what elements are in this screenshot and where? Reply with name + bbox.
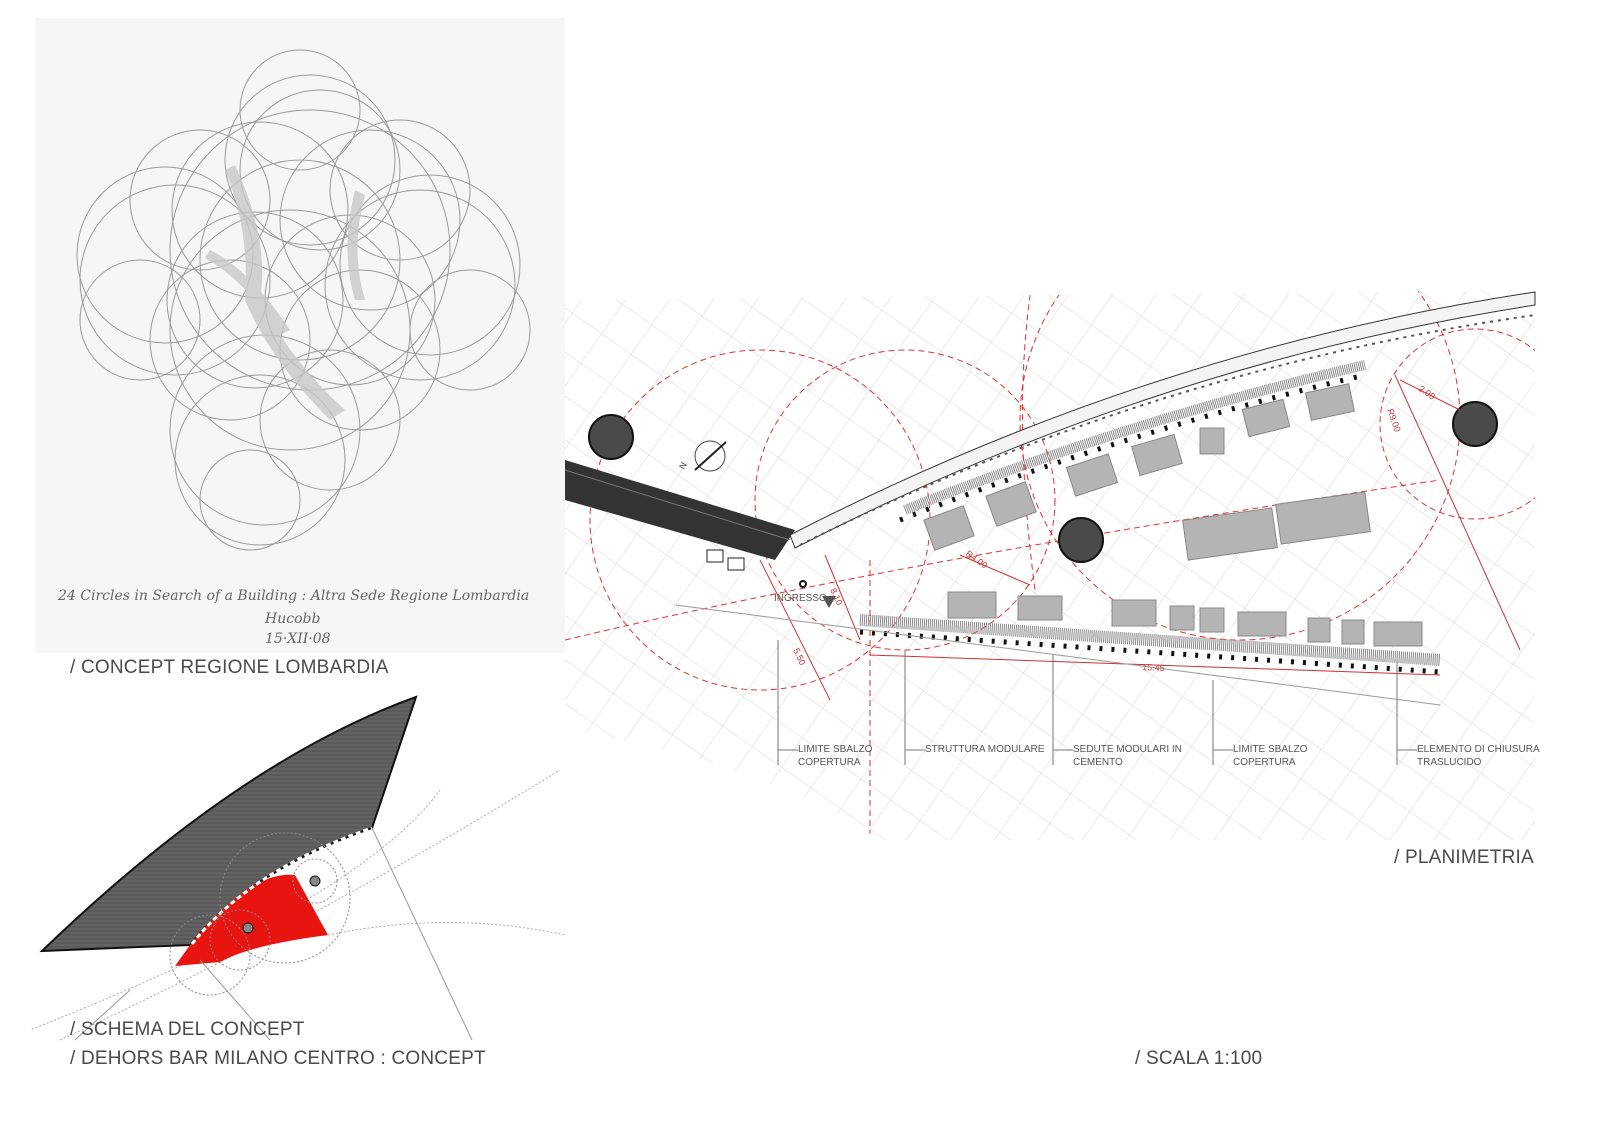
modular-seating-top [903, 360, 1367, 515]
caption-scala: / SCALA 1:100 [1135, 1048, 1263, 1069]
entrance-arrow-icon [822, 596, 836, 608]
sketch-handwritten-caption: 24 Circles in Search of a Building : Alt… [57, 588, 529, 604]
sketch-date: 15·XII·08 [265, 631, 331, 647]
pillar-dot [309, 875, 321, 887]
caption-planimetria: / PLANIMETRIA [1394, 847, 1534, 868]
tree-pillar [588, 414, 634, 460]
building-wall [565, 460, 795, 560]
sketch-shaded-bands [205, 165, 365, 420]
annotation-struttura-modulare: STRUTTURA MODULARE [925, 744, 1045, 755]
north-arrow-icon [694, 440, 727, 472]
canopy-edge [789, 291, 1536, 549]
tree-pillar [1452, 401, 1498, 447]
tables [923, 383, 1423, 647]
pillar-dot [242, 922, 254, 934]
sketch-paper [35, 18, 565, 653]
caption-concept-regione: / CONCEPT REGIONE LOMBARDIA [70, 657, 389, 678]
site-plan: N INGRESSO R4.00 8.10 5.50 15.45 2.00 R9… [564, 290, 1536, 840]
caption-schema: / SCHEMA DEL CONCEPT [70, 1019, 305, 1040]
caption-dehors: / DEHORS BAR MILANO CENTRO : CONCEPT [70, 1048, 486, 1069]
north-label: N [677, 460, 689, 471]
entrance-label: INGRESSO [774, 593, 827, 604]
concept-red-area [175, 874, 328, 966]
planter [727, 557, 745, 571]
sketch-signature: Hucobb [264, 611, 320, 627]
tree-pillar [1058, 517, 1104, 563]
concept-schema [29, 695, 566, 1041]
concept-circles-sketch [76, 49, 531, 551]
modular-seating-bottom [859, 614, 1441, 666]
planter [706, 549, 724, 563]
